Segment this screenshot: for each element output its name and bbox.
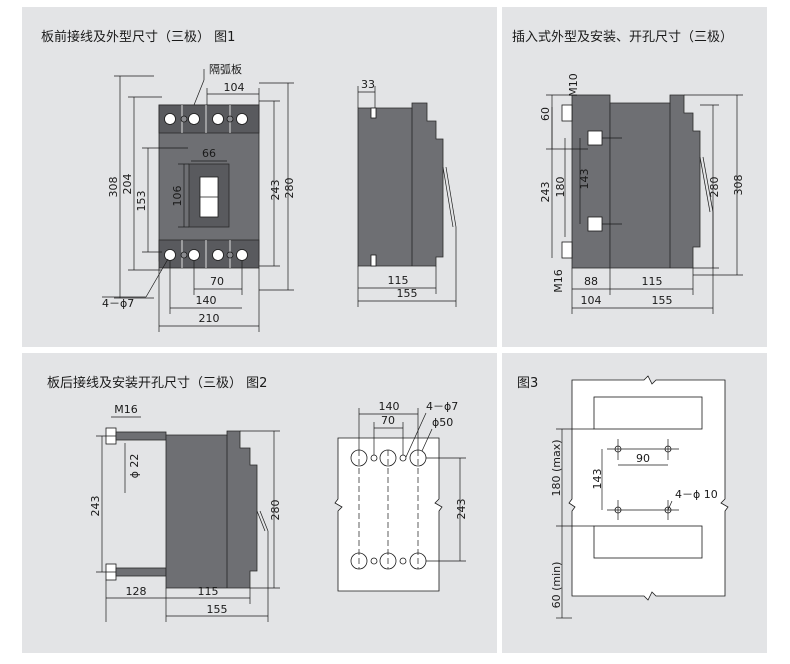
dim-143: 143 bbox=[578, 169, 591, 190]
screw-hole bbox=[399, 454, 407, 462]
dim-60: 60 bbox=[539, 107, 552, 121]
rear-wiring-title: 板后接线及安装开孔尺寸（三极） 图2 bbox=[47, 376, 268, 391]
terminal-hole bbox=[236, 249, 248, 261]
cutout-panel: 图3 90 143 180 (max) 60 (min) 4－ϕ 10 bbox=[502, 353, 767, 653]
rear-bottom-bar bbox=[115, 567, 167, 577]
plugin-top-contact bbox=[587, 130, 603, 146]
dim-308: 308 bbox=[732, 175, 745, 196]
dim-128: 128 bbox=[126, 585, 147, 598]
dim-308: 308 bbox=[107, 177, 120, 198]
dim-104: 104 bbox=[224, 81, 245, 94]
cutout-drawing: 90 143 180 (max) 60 (min) 4－ϕ 10 bbox=[550, 375, 729, 619]
screw-hole bbox=[370, 557, 378, 565]
thread-m16-rear: M16 bbox=[114, 403, 138, 416]
mount-hole bbox=[164, 113, 176, 125]
terminal-hole bbox=[212, 249, 224, 261]
cutout-title: 图3 bbox=[517, 376, 539, 391]
hole-callout-front: 4－ϕ7 bbox=[102, 297, 134, 310]
cutout-window-bottom bbox=[593, 525, 703, 559]
dim-88: 88 bbox=[584, 275, 598, 288]
mount-hole bbox=[164, 249, 176, 261]
plugin-top-stud bbox=[561, 104, 573, 122]
dim-66: 66 bbox=[202, 147, 216, 160]
dim-140-rear: 140 bbox=[379, 400, 400, 413]
screw-hole bbox=[370, 454, 378, 462]
dim-280-rear: 280 bbox=[269, 500, 282, 521]
plugin-drawing: 60 M10 243 180 143 280 308 M16 88 115 10… bbox=[539, 73, 745, 314]
front-wiring-panel: 板前接线及外型尺寸（三极） 图1 308 204 153 106 bbox=[22, 7, 497, 347]
screw-hole bbox=[399, 557, 407, 565]
rear-top-bar bbox=[115, 431, 167, 441]
barrier-label: 隔弧板 bbox=[209, 62, 242, 76]
dim-106: 106 bbox=[171, 186, 184, 207]
terminal-hole bbox=[212, 113, 224, 125]
dim-phi50: ϕ50 bbox=[432, 416, 453, 429]
front-wiring-title: 板前接线及外型尺寸（三极） 图1 bbox=[41, 30, 236, 45]
rear-wiring-drawing: M16 ϕ 22 243 280 128 115 155 140 bbox=[89, 400, 468, 622]
dim-phi22: ϕ 22 bbox=[128, 454, 141, 479]
cutout-window-top bbox=[593, 396, 703, 430]
mounting-plate bbox=[334, 437, 443, 592]
dim-204: 204 bbox=[121, 174, 134, 195]
rear-wiring-panel: 板后接线及安装开孔尺寸（三极） 图2 M16 ϕ 22 243 280 128 … bbox=[22, 353, 497, 653]
dim-210: 210 bbox=[199, 312, 220, 325]
plugin-bottom-stud bbox=[561, 241, 573, 259]
dim-180: 180 bbox=[554, 177, 567, 198]
dim-153: 153 bbox=[135, 191, 148, 212]
front-wiring-drawing: 308 204 153 106 243 280 104 66 隔弧板 70 14… bbox=[102, 62, 457, 332]
terminal-hole bbox=[236, 113, 248, 125]
dim-33: 33 bbox=[361, 78, 375, 91]
dim-70-rear: 70 bbox=[381, 414, 395, 427]
hole-callout-cutout: 4－ϕ 10 bbox=[675, 488, 718, 501]
dim-180max: 180 (max) bbox=[550, 439, 563, 496]
dim-280: 280 bbox=[283, 178, 296, 199]
dim-143-cutout: 143 bbox=[591, 469, 604, 490]
dim-243: 243 bbox=[539, 182, 552, 203]
hole-callout-rear: 4－ϕ7 bbox=[426, 400, 458, 413]
dim-155-rear: 155 bbox=[207, 603, 228, 616]
dim-115: 115 bbox=[388, 274, 409, 287]
rear-breaker-body bbox=[165, 430, 258, 589]
dim-243: 243 bbox=[269, 180, 282, 201]
dim-115-rear: 115 bbox=[198, 585, 219, 598]
breaker-side-body bbox=[357, 102, 444, 267]
dim-155: 155 bbox=[652, 294, 673, 307]
dim-90: 90 bbox=[636, 452, 650, 465]
dim-243-cutout: 243 bbox=[455, 499, 468, 520]
dim-243-rear: 243 bbox=[89, 496, 102, 517]
plugin-base bbox=[571, 94, 611, 269]
plugin-title: 插入式外型及安装、开孔尺寸（三极） bbox=[512, 30, 734, 45]
plugin-breaker-body bbox=[609, 94, 701, 269]
thread-m16: M16 bbox=[552, 269, 565, 293]
dim-70: 70 bbox=[210, 275, 224, 288]
dim-115: 115 bbox=[642, 275, 663, 288]
terminal-hole bbox=[188, 249, 200, 261]
thread-m10: M10 bbox=[567, 73, 580, 97]
plugin-panel: 插入式外型及安装、开孔尺寸（三极） 60 M10 243 180 143 280… bbox=[502, 7, 767, 347]
dim-155: 155 bbox=[397, 287, 418, 300]
plugin-bottom-contact bbox=[587, 216, 603, 232]
dim-60min: 60 (min) bbox=[550, 562, 563, 609]
dim-104: 104 bbox=[581, 294, 602, 307]
dim-280: 280 bbox=[708, 177, 721, 198]
dim-140: 140 bbox=[196, 294, 217, 307]
terminal-hole bbox=[188, 113, 200, 125]
